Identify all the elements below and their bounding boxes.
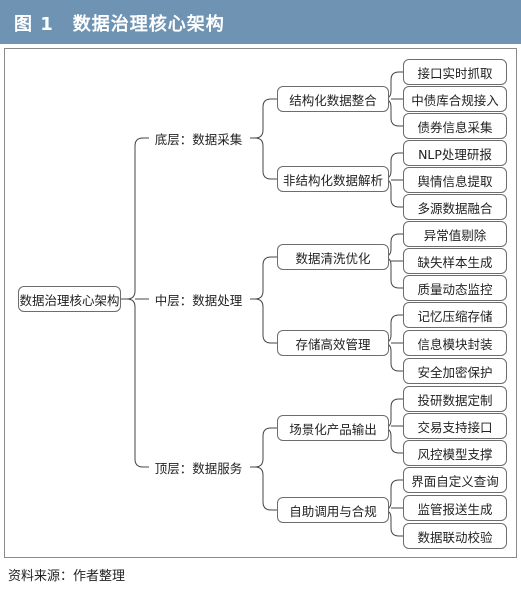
group-node: 自助调用与合规	[277, 497, 389, 523]
leaf-node: 记忆压缩存储	[403, 302, 507, 328]
leaf-node: 中债库合规接入	[403, 86, 507, 112]
figure-header: 图 1 数据治理核心架构	[0, 0, 521, 44]
group-node: 结构化数据整合	[277, 86, 389, 112]
leaf-node: 投研数据定制	[403, 386, 507, 412]
layer-brace-top	[250, 427, 277, 511]
root-node: 数据治理核心架构	[18, 286, 121, 312]
group-node: 非结构化数据解析	[277, 166, 389, 192]
leaf-node: 监管报送生成	[403, 495, 507, 521]
root-brace	[121, 137, 149, 468]
leaf-node: 舆情信息提取	[403, 167, 507, 193]
figure-title: 图 1 数据治理核心架构	[14, 14, 225, 35]
leaf-node: 异常值剔除	[403, 221, 507, 247]
leaf-node: 缺失样本生成	[403, 248, 507, 274]
layer-brace-bottom	[250, 98, 277, 180]
leaf-node: 数据联动校验	[403, 523, 507, 549]
leaf-node: 信息模块封装	[403, 330, 507, 356]
leaf-node: 界面自定义查询	[403, 467, 507, 493]
diagram-panel: 数据治理核心架构 底层：数据采集 中层：数据处理 顶层：数据服务 结构化数据整合…	[4, 48, 517, 558]
group-node: 存储高效管理	[277, 330, 389, 356]
layer-brace-middle	[250, 256, 277, 344]
leaf-node: 接口实时抓取	[403, 59, 507, 85]
group-node: 场景化产品输出	[277, 415, 389, 441]
layer-label-middle: 中层：数据处理	[154, 292, 243, 308]
layer-label-top: 顶层：数据服务	[154, 460, 243, 476]
leaf-node: NLP处理研报	[403, 140, 507, 166]
leaf-node: 债券信息采集	[403, 113, 507, 139]
leaf-node: 风控模型支撑	[403, 440, 507, 466]
layer-label-bottom: 底层：数据采集	[154, 131, 243, 147]
leaf-node: 质量动态监控	[403, 275, 507, 301]
leaf-node: 多源数据融合	[403, 194, 507, 220]
group-node: 数据清洗优化	[277, 244, 389, 270]
leaf-node: 安全加密保护	[403, 358, 507, 384]
leaf-node: 交易支持接口	[403, 413, 507, 439]
source-note: 资料来源：作者整理	[8, 569, 126, 584]
